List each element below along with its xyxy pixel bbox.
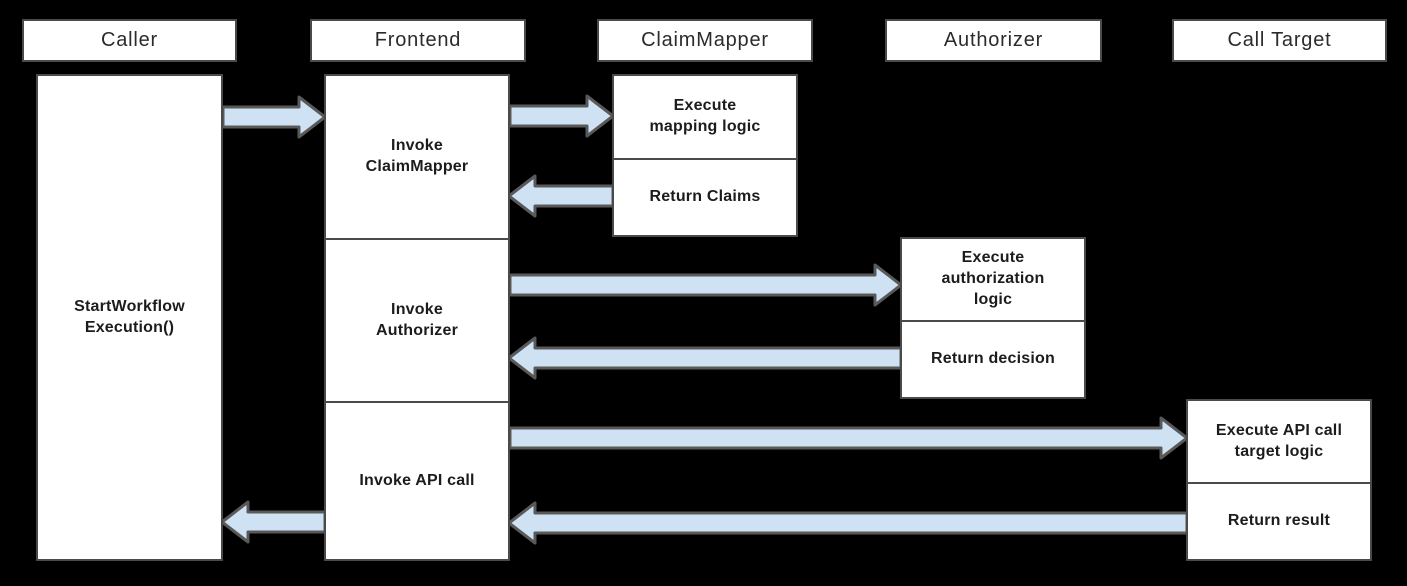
activation-authorizer: Execute authorization logic Return decis… — [900, 237, 1086, 399]
activation-claimmapper: Execute mapping logic Return Claims — [612, 74, 798, 237]
arrow-frontend-to-claimmapper — [508, 94, 615, 138]
frontend-invoke-api-call-label: Invoke API call — [359, 471, 475, 489]
arrow-caller-to-frontend — [221, 95, 327, 139]
frontend-invoke-api-call-box: Invoke API call — [326, 401, 508, 559]
activation-calltarget: Execute API call target logic Return res… — [1186, 399, 1372, 561]
frontend-invoke-claimmapper-label: Invoke ClaimMapper — [365, 137, 469, 175]
lane-header-caller: Caller — [22, 19, 237, 62]
lane-header-claimmapper-label: ClaimMapper — [641, 29, 769, 51]
claimmapper-return-claims-box: Return Claims — [614, 158, 796, 235]
lane-header-claimmapper: ClaimMapper — [597, 19, 813, 62]
activation-frontend: Invoke ClaimMapper Invoke Authorizer Inv… — [324, 74, 510, 561]
arrow-frontend-to-authorizer — [508, 263, 903, 307]
claimmapper-return-claims-label: Return Claims — [649, 188, 761, 206]
claimmapper-execute-mapping-box: Execute mapping logic — [614, 76, 796, 158]
authorizer-execute-authorization-box: Execute authorization logic — [902, 239, 1084, 320]
lane-header-caller-label: Caller — [100, 29, 159, 51]
activation-caller: StartWorkflow Execution() — [36, 74, 223, 561]
arrow-frontend-to-calltarget — [508, 416, 1189, 460]
calltarget-execute-api-box: Execute API call target logic — [1188, 401, 1370, 482]
frontend-invoke-authorizer-label: Invoke Authorizer — [376, 300, 458, 339]
frontend-invoke-claimmapper-box: Invoke ClaimMapper — [326, 76, 508, 238]
caller-startworkflow-label: StartWorkflow Execution() — [74, 297, 185, 336]
lane-header-calltarget-label: Call Target — [1227, 29, 1332, 51]
lane-header-authorizer: Authorizer — [885, 19, 1102, 62]
arrow-calltarget-to-frontend — [507, 501, 1189, 545]
caller-startworkflow-box: StartWorkflow Execution() — [38, 76, 221, 559]
arrow-frontend-to-caller — [220, 500, 327, 544]
calltarget-return-result-label: Return result — [1227, 512, 1331, 530]
frontend-invoke-authorizer-box: Invoke Authorizer — [326, 238, 508, 401]
claimmapper-execute-mapping-label: Execute mapping logic — [649, 97, 761, 135]
authorizer-execute-authorization-label: Execute authorization logic — [941, 249, 1045, 308]
authorizer-return-decision-label: Return decision — [931, 350, 1055, 368]
lane-header-frontend: Frontend — [310, 19, 526, 62]
calltarget-execute-api-label: Execute API call target logic — [1215, 421, 1343, 460]
lane-header-frontend-label: Frontend — [374, 29, 462, 51]
lane-header-authorizer-label: Authorizer — [943, 29, 1044, 51]
arrow-claimmapper-to-frontend — [507, 174, 615, 218]
lane-header-calltarget: Call Target — [1172, 19, 1387, 62]
arrow-authorizer-to-frontend — [507, 336, 903, 380]
authorizer-return-decision-box: Return decision — [902, 320, 1084, 397]
calltarget-return-result-box: Return result — [1188, 482, 1370, 559]
